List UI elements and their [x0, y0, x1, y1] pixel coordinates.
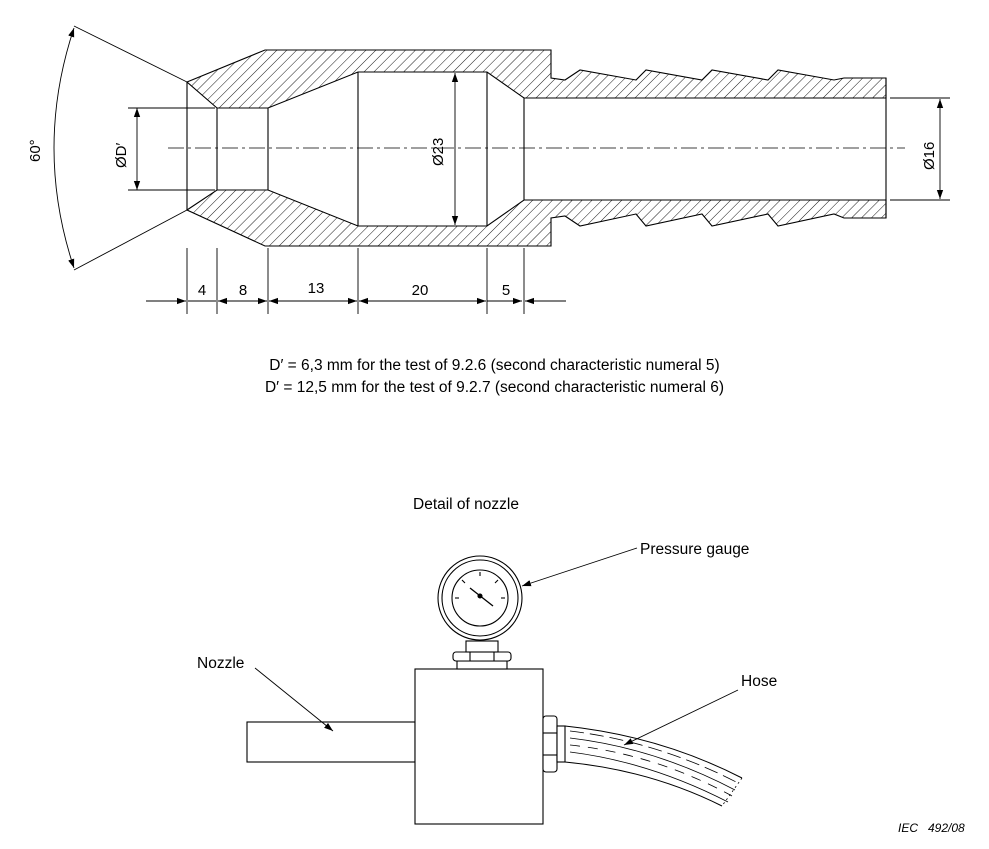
nozzle-tube — [246, 721, 416, 763]
assembly-drawing — [246, 555, 743, 825]
bore-label: ØD′ — [113, 143, 130, 169]
nozzle-section — [168, 49, 905, 247]
pressure-gauge-label: Pressure gauge — [640, 541, 750, 558]
hose — [564, 725, 743, 807]
hose-label: Hose — [741, 673, 778, 690]
bore-dimension — [128, 107, 215, 191]
angle-label: 60° — [27, 139, 44, 162]
nozzle-lower-wall — [185, 189, 887, 247]
outlet-dimension — [890, 97, 950, 201]
length-8: 8 — [239, 282, 247, 299]
pressure-gauge-icon — [437, 555, 523, 641]
angle-dimension — [53, 25, 188, 271]
nozzle-upper-wall — [185, 49, 887, 109]
length-13: 13 — [308, 280, 325, 297]
assembly-caption: Detail of nozzle — [413, 496, 519, 513]
nozzle-label: Nozzle — [197, 655, 245, 672]
chamber-label: Ø23 — [430, 138, 447, 166]
hose-fitting — [542, 715, 566, 773]
body-block — [414, 668, 544, 825]
length-5: 5 — [502, 282, 510, 299]
note-line-2: D′ = 12,5 mm for the test of 9.2.7 (seco… — [264, 379, 725, 396]
leaders — [254, 547, 739, 746]
length-dimensions — [146, 248, 566, 314]
length-4: 4 — [198, 282, 206, 299]
length-20: 20 — [412, 282, 429, 299]
outlet-label: Ø16 — [921, 142, 938, 170]
figure-reference: IEC 492/08 — [898, 821, 965, 835]
gauge-nut — [452, 640, 512, 670]
note-line-1: D′ = 6,3 mm for the test of 9.2.6 (secon… — [269, 357, 720, 374]
